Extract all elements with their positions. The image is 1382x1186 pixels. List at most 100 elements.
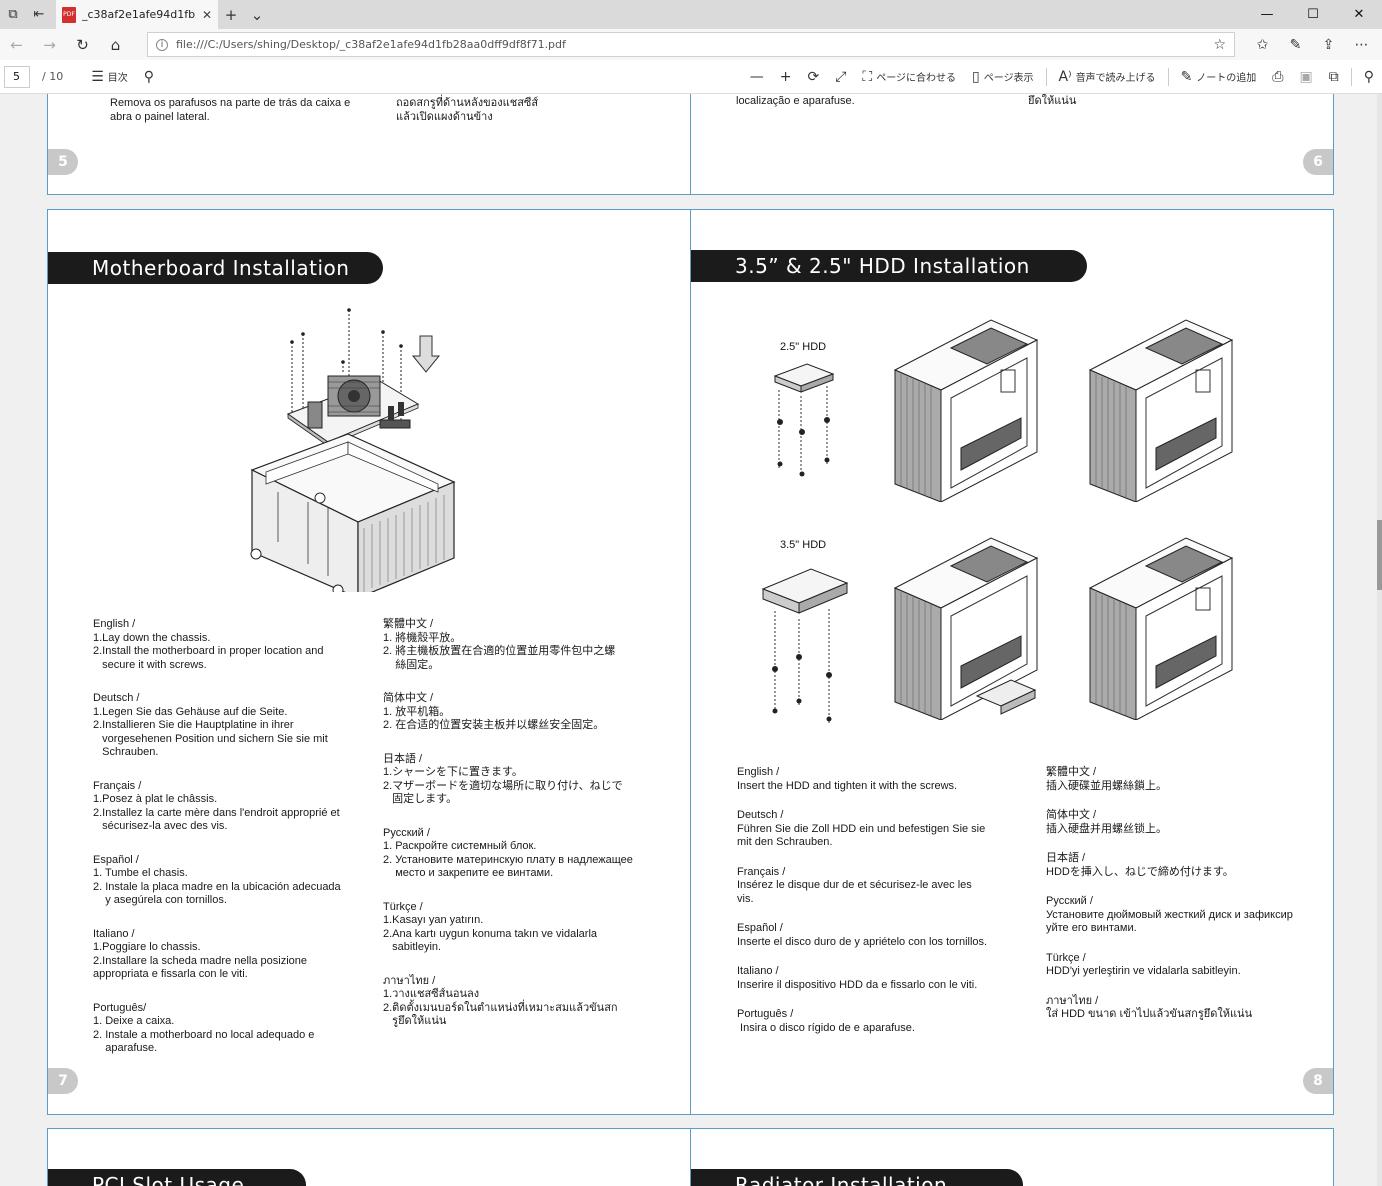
instruction-line: 1.Poggiare lo chassis.: [93, 941, 201, 953]
instructions-col1: English /1.Lay down the chassis.2.Instal…: [93, 618, 363, 1076]
instruction-line: ใส่ HDD ขนาด เข้าไปแล้วขันสกรูยึดให้แน่น: [1046, 1008, 1253, 1020]
language-section: Türkçe /HDD'yi yerleştirin ve vidalarla …: [1046, 952, 1326, 979]
instruction-line: 2. 在合适的位置安装主板并以螺丝安全固定。: [383, 719, 605, 731]
instruction-line: appropriata e fissarla con le viti.: [93, 968, 248, 980]
page-divider: [690, 1129, 691, 1186]
language-section: English /Insert the HDD and tighten it w…: [737, 766, 1017, 793]
instruction-line: 2.ติดตั้งเมนบอร์ดในตำแหน่งที่เหมาะสมแล้ว…: [383, 1001, 618, 1014]
more-icon[interactable]: ⋯: [1354, 36, 1369, 53]
page-number-badge: 7: [48, 1068, 78, 1094]
page-number-badge: 6: [1303, 149, 1333, 175]
instructions-col2: 繁體中文 /1. 將機殼平放。2. 將主機板放置在合適的位置並用零件包中之螺 絲…: [383, 618, 663, 1049]
forward-icon[interactable]: →: [43, 35, 56, 54]
save-as-button[interactable]: ⧉: [1321, 69, 1347, 85]
pdf-viewer[interactable]: Remova os parafusos na parte de trás da …: [0, 94, 1382, 1186]
save-button[interactable]: ▣: [1292, 69, 1321, 85]
rotate-button[interactable]: ⟳: [799, 69, 827, 85]
share-icon[interactable]: ⇪: [1322, 36, 1335, 53]
url-input[interactable]: i file:///C:/Users/shing/Desktop/_c38af2…: [147, 32, 1235, 57]
instruction-line: 2.Installez la carte mère dans l'endroit…: [93, 806, 340, 819]
zoom-in-button[interactable]: +: [772, 69, 800, 85]
language-heading: Русский /: [383, 826, 430, 839]
page-view-button[interactable]: ▯ ページ表示: [964, 69, 1042, 85]
print-button[interactable]: ⎙: [1264, 69, 1291, 85]
chassis-illustration: [893, 319, 1039, 502]
language-heading: Deutsch /: [737, 809, 784, 821]
language-heading: 日本語 /: [1046, 852, 1086, 864]
instruction-line: Schrauben.: [93, 746, 159, 758]
add-note-button[interactable]: ✎ ノートの追加: [1173, 69, 1265, 85]
page-total: / 10: [42, 70, 64, 83]
read-aloud-button[interactable]: A⁾ 音声で読み上げる: [1051, 69, 1164, 85]
language-heading: Русский /: [1046, 895, 1093, 907]
pin-toolbar-button[interactable]: ⚲: [1356, 69, 1382, 85]
fit-page-button[interactable]: ⛶ ページに合わせる: [854, 69, 964, 85]
language-section: Русский /1. Раскройте системный блок.2. …: [383, 827, 663, 881]
hdd-35-label: 3.5" HDD: [780, 539, 827, 551]
instruction-line: vis.: [737, 892, 754, 905]
instruction-line: Установите дюймовый жесткий диск и зафик…: [1046, 908, 1293, 921]
spread-pages-9-10: PCI Slot Usage Radiator Installation: [47, 1128, 1334, 1186]
language-heading: Italiano /: [737, 965, 779, 977]
minimize-icon[interactable]: —: [1260, 7, 1274, 22]
language-section: 日本語 /HDDを挿入し、ねじで締め付けます。: [1046, 852, 1326, 879]
fullscreen-button[interactable]: ⤢: [827, 69, 854, 85]
language-section: Deutsch /Führen Sie die Zoll HDD ein und…: [737, 809, 1017, 850]
search-button[interactable]: ⚲: [136, 69, 162, 85]
favorites-icon[interactable]: ✩: [1256, 36, 1269, 53]
back-icon[interactable]: ←: [10, 35, 23, 54]
motherboard-illustration: [250, 308, 456, 592]
scrollbar-thumb[interactable]: [1377, 520, 1382, 590]
pin-icon: ⚲: [1363, 68, 1374, 85]
fit-page-icon: ⛶: [862, 68, 873, 85]
instruction-line: sabitleyin.: [383, 941, 442, 953]
language-heading: Türkçe /: [383, 900, 423, 913]
instruction-line: y asegúrela con tornillos.: [93, 894, 227, 906]
language-heading: ภาษาไทย /: [1046, 994, 1099, 1007]
set-aside-tabs-icon[interactable]: ⇤: [33, 7, 45, 22]
title-bar: ⧉ ⇤ PDF _c38af2e1afe94d1fb28a ✕ + ⌄ — ☐ …: [0, 0, 1382, 29]
page-divider: [690, 94, 691, 194]
language-heading: Türkçe /: [1046, 951, 1086, 964]
refresh-icon[interactable]: ↻: [76, 35, 89, 54]
favorite-star-icon[interactable]: ☆: [1213, 36, 1226, 53]
tab-actions-icon[interactable]: ⧉: [8, 7, 18, 22]
page-view-label: ページ表示: [983, 73, 1034, 84]
scrollbar-track[interactable]: [1377, 94, 1382, 1186]
add-note-label: ノートの追加: [1196, 73, 1257, 84]
language-section: Español /Inserte el disco duro de y apri…: [737, 922, 1017, 949]
page-number-input[interactable]: 5: [4, 65, 30, 88]
maximize-icon[interactable]: ☐: [1307, 7, 1319, 22]
chassis-illustration: [1088, 319, 1234, 502]
page-6: localização e aparafuse. ยึดให้แน่น 6: [691, 94, 1333, 194]
language-heading: English /: [737, 766, 780, 778]
close-window-icon[interactable]: ✕: [1353, 7, 1365, 22]
info-icon[interactable]: i: [156, 38, 168, 51]
language-heading: Deutsch /: [93, 692, 140, 704]
instruction-line: 1. Deixe a caixa.: [93, 1015, 175, 1027]
instruction-line: 2.マザーボードを適切な場所に取り付け、ねじで: [383, 779, 623, 792]
instruction-line: 1.วางแชสซีส์นอนลง: [383, 988, 480, 1000]
instruction-line: Insérez le disque dur de et sécurisez-le…: [737, 879, 972, 891]
language-section: 日本語 /1.シャーシを下に置きます。2.マザーボードを適切な場所に取り付け、ね…: [383, 753, 663, 807]
pen-icon[interactable]: ✎: [1289, 36, 1302, 53]
close-tab-icon[interactable]: ✕: [201, 7, 212, 22]
page-10: Radiator Installation: [691, 1129, 1333, 1186]
hdd-25-label: 2.5" HDD: [780, 341, 827, 353]
chevron-down-icon[interactable]: ⌄: [250, 5, 264, 24]
language-heading: 繁體中文 /: [1046, 766, 1097, 778]
home-icon[interactable]: ⌂: [110, 35, 121, 54]
page-number-badge: 8: [1303, 1068, 1333, 1094]
tab-title: _c38af2e1afe94d1fb28a: [82, 8, 196, 21]
language-section: Français /Insérez le disque dur de et sé…: [737, 866, 1017, 907]
browser-tab[interactable]: PDF _c38af2e1afe94d1fb28a ✕: [56, 0, 218, 29]
url-text[interactable]: file:///C:/Users/shing/Desktop/_c38af2e1…: [176, 38, 566, 51]
address-bar: ← → ↻ ⌂ i file:///C:/Users/shing/Desktop…: [0, 29, 1382, 60]
language-heading: Español /: [93, 853, 139, 866]
zoom-out-button[interactable]: —: [742, 69, 772, 85]
search-icon: ⚲: [143, 68, 155, 85]
language-heading: Español /: [737, 922, 783, 934]
toolbar-separator: [1350, 67, 1352, 86]
new-tab-icon[interactable]: +: [224, 5, 238, 24]
toc-button[interactable]: ☰ 目次: [83, 69, 136, 85]
